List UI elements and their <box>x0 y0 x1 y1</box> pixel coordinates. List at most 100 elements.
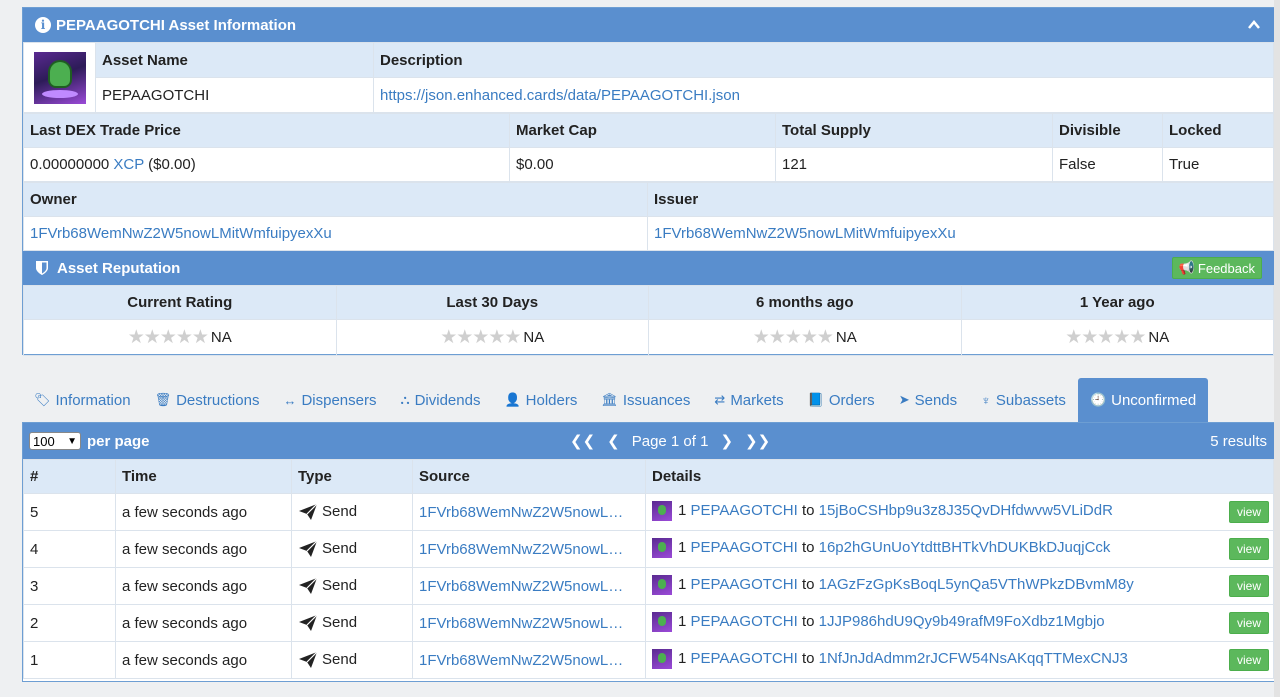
asset-link[interactable]: PEPAAGOTCHI <box>690 575 798 593</box>
asset-mini-thumbnail <box>652 538 672 558</box>
row-time: a few seconds ago <box>115 604 292 642</box>
pagination: ❮❮ ❮ Page 1 of 1 ❯ ❯❯ <box>570 423 770 459</box>
row-time: a few seconds ago <box>115 530 292 568</box>
row-time: a few seconds ago <box>115 641 292 679</box>
bullhorn-icon: 📢 <box>1178 260 1195 275</box>
locked-header: Locked <box>1162 113 1274 148</box>
last-dex-header: Last DEX Trade Price <box>23 113 510 148</box>
tab-label: Markets <box>730 391 784 409</box>
arrows-h-icon: ↔ <box>283 392 297 408</box>
row-type: Send <box>322 613 358 631</box>
destination-address-link[interactable]: 1NfJnJdAdmm2rJCFW54NsAKqqTTMexCNJ3 <box>818 649 1128 667</box>
per-page-value: 100 <box>33 433 55 449</box>
page-scrollbar[interactable] <box>1274 0 1280 697</box>
destination-address-link[interactable]: 15jBoCSHbp9u3z8J35QvDHfdwvw5VLiDdR <box>818 501 1113 519</box>
tab-label: Orders <box>828 391 875 409</box>
last-page-icon[interactable]: ❯❯ <box>745 433 771 450</box>
row-details: 1 PEPAAGOTCHI to 1AGzFzGpKsBoqL5ynQa5VTh… <box>645 567 1274 605</box>
view-button[interactable]: view <box>1228 612 1269 634</box>
source-address-link[interactable]: 1FVrb68WemNwZ2W5nowLMitWmfuipyexXu <box>419 614 634 632</box>
list-toolbar: 100▼ per page ❮❮ ❮ Page 1 of 1 ❯ ❯❯ 5 re… <box>23 423 1274 459</box>
trash-icon: 🗑 <box>154 392 172 407</box>
rating-value: NA <box>1148 329 1170 346</box>
reputation-table: Current Rating Last 30 Days 6 months ago… <box>23 285 1274 356</box>
xcp-link[interactable]: XCP <box>113 156 144 173</box>
paper-plane-icon <box>299 577 318 595</box>
tab-destructions[interactable]: 🗑Destructions <box>143 378 272 422</box>
row-details: 1 PEPAAGOTCHI to 1NfJnJdAdmm2rJCFW54NsAK… <box>645 641 1274 679</box>
row-source-cell: 1FVrb68WemNwZ2W5nowLMitWmfuipyexXu <box>412 530 646 568</box>
asset-link[interactable]: PEPAAGOTCHI <box>690 538 798 556</box>
last-dex-value-cell: 0.00000000 XCP ($0.00) <box>23 147 510 182</box>
view-button[interactable]: view <box>1228 538 1269 560</box>
view-button[interactable]: view <box>1228 649 1269 671</box>
tab-markets[interactable]: ⇄ Markets <box>702 378 795 422</box>
asset-link[interactable]: PEPAAGOTCHI <box>690 501 798 519</box>
description-link[interactable]: https://json.enhanced.cards/data/PEPAAGO… <box>380 86 740 104</box>
asset-link[interactable]: PEPAAGOTCHI <box>690 649 798 667</box>
prev-page-icon[interactable]: ❮ <box>607 433 620 450</box>
tab-orders[interactable]: 📘Orders <box>796 378 887 422</box>
col-source: Source <box>412 459 646 494</box>
info-icon: i <box>35 17 51 33</box>
tab-label: Information <box>55 391 131 409</box>
tab-dividends[interactable]: ⛬Dividends <box>388 378 492 422</box>
row-type: Send <box>322 650 358 668</box>
view-button[interactable]: view <box>1228 575 1269 597</box>
source-address-link[interactable]: 1FVrb68WemNwZ2W5nowLMitWmfuipyexXu <box>419 577 634 595</box>
issuer-address-link[interactable]: 1FVrb68WemNwZ2W5nowLMitWmfuipyexXu <box>654 225 956 242</box>
owner-address-link[interactable]: 1FVrb68WemNwZ2W5nowLMitWmfuipyexXu <box>30 225 332 242</box>
source-address-link[interactable]: 1FVrb68WemNwZ2W5nowLMitWmfuipyexXu <box>419 540 634 558</box>
source-address-link[interactable]: 1FVrb68WemNwZ2W5nowLMitWmfuipyexXu <box>419 651 634 669</box>
feedback-button[interactable]: 📢Feedback <box>1171 257 1262 279</box>
per-page-select[interactable]: 100▼ <box>29 432 81 450</box>
row-number: 4 <box>23 530 116 568</box>
row-details: 1 PEPAAGOTCHI to 15jBoCSHbp9u3z8J35QvDHf… <box>645 493 1274 531</box>
asset-mini-thumbnail <box>652 612 672 632</box>
feedback-label: Feedback <box>1197 260 1255 276</box>
row-type-cell: Send <box>291 641 413 679</box>
sitemap-icon: ⛬ <box>400 392 410 407</box>
row-time: a few seconds ago <box>115 493 292 531</box>
tab-unconfirmed[interactable]: 🕘Unconfirmed <box>1077 378 1209 422</box>
paper-plane-icon <box>299 503 318 521</box>
row-quantity: 1 <box>678 575 687 593</box>
divisible-value: False <box>1052 147 1163 182</box>
tab-information[interactable]: 🏷Information <box>22 378 143 422</box>
star-rating-icon: ★★★★★ <box>1065 327 1146 348</box>
col-details: Details <box>645 459 1274 494</box>
destination-address-link[interactable]: 1AGzFzGpKsBoqL5ynQa5VThWPkzDBvmM8y <box>818 575 1134 593</box>
rating-col-6months: 6 months ago <box>648 285 962 320</box>
rating-value: NA <box>835 329 857 346</box>
row-quantity: 1 <box>678 649 687 667</box>
collapse-chevron-up-icon[interactable] <box>1248 19 1260 31</box>
destination-address-link[interactable]: 16p2hGUnUoYtdttBHTkVhDUKBkDJuqjCck <box>818 538 1111 556</box>
tab-dispensers[interactable]: ↔Dispensers <box>271 378 388 422</box>
tab-sends[interactable]: ➤Sends <box>887 378 969 422</box>
col-number: # <box>23 459 116 494</box>
tab-holders[interactable]: 👤Holders <box>492 378 589 422</box>
to-word: to <box>801 501 815 519</box>
row-details: 1 PEPAAGOTCHI to 16p2hGUnUoYtdttBHTkVhDU… <box>645 530 1274 568</box>
row-quantity: 1 <box>678 538 687 556</box>
row-source-cell: 1FVrb68WemNwZ2W5nowLMitWmfuipyexXu <box>412 641 646 679</box>
asset-link[interactable]: PEPAAGOTCHI <box>690 612 798 630</box>
asset-thumbnail[interactable] <box>33 51 86 104</box>
tab-subassets[interactable]: ♆Subassets <box>969 378 1078 422</box>
table-row: 1 a few seconds ago Send 1FVrb68WemNwZ2W5no… <box>23 641 1274 679</box>
star-rating-icon: ★★★★★ <box>752 327 834 348</box>
first-page-icon[interactable]: ❮❮ <box>570 433 596 450</box>
to-word: to <box>801 575 815 593</box>
row-number: 5 <box>23 493 116 531</box>
source-address-link[interactable]: 1FVrb68WemNwZ2W5nowLMitWmfuipyexXu <box>419 503 634 521</box>
row-type-cell: Send <box>291 604 413 642</box>
clock-icon: 🕘 <box>1089 392 1107 407</box>
exchange-icon: ⇄ <box>714 392 726 407</box>
view-button[interactable]: view <box>1228 501 1269 523</box>
issuer-header: Issuer <box>647 182 1274 217</box>
next-page-icon[interactable]: ❯ <box>720 433 734 450</box>
tab-issuances[interactable]: 🏛Issuances <box>589 378 702 422</box>
owner-header: Owner <box>23 182 648 217</box>
destination-address-link[interactable]: 1JJP986hdU9Qy9b49rafM9FoXdbz1Mgbjo <box>818 612 1105 630</box>
